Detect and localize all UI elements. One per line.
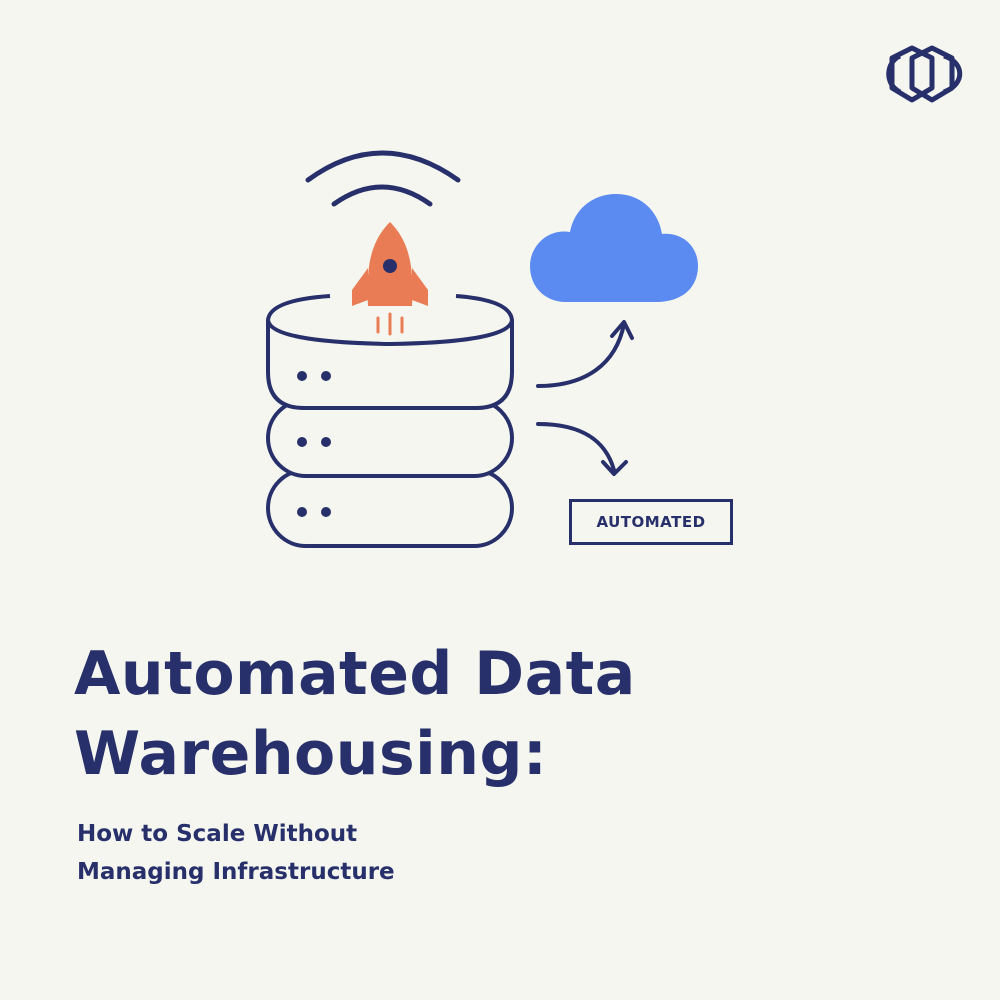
brand-logo-left-curl [886,53,902,95]
headline-line-1: Automated Data [74,639,636,709]
rocket-window [383,259,397,273]
rocket-fin-left [352,268,368,306]
brand-logo-icon [886,45,963,103]
signal-wave-inner [331,184,433,207]
automated-badge: AUTOMATED [569,499,733,545]
rocket-fin-right [412,268,428,306]
subheadline: How to Scale Without Managing Infrastruc… [77,815,777,891]
database-top-rim [265,294,515,347]
database-led-middle-2 [321,437,331,447]
automated-badge-label: AUTOMATED [596,513,706,531]
database-led-bottom-2 [321,507,331,517]
subheadline-line-2: Managing Infrastructure [77,859,395,885]
database-led-top-1 [297,371,307,381]
brand-logo-left-hex [889,45,935,103]
arrow-down-icon [536,422,628,476]
database-led-top-2 [321,371,331,381]
arrow-up-icon [536,320,634,388]
database-stack-icon [265,294,515,548]
database-led-middle-1 [297,437,307,447]
subheadline-line-1: How to Scale Without [77,821,358,847]
signal-waves-icon [305,150,461,207]
database-led-bottom-1 [297,507,307,517]
cloud-icon [530,194,698,302]
rocket-icon [352,222,428,336]
headline: Automated Data Warehousing: [74,634,934,794]
headline-line-2: Warehousing: [74,719,548,789]
brand-logo-right-curl [942,53,963,95]
signal-wave-outer [305,150,461,183]
rocket-exhaust [376,312,404,336]
